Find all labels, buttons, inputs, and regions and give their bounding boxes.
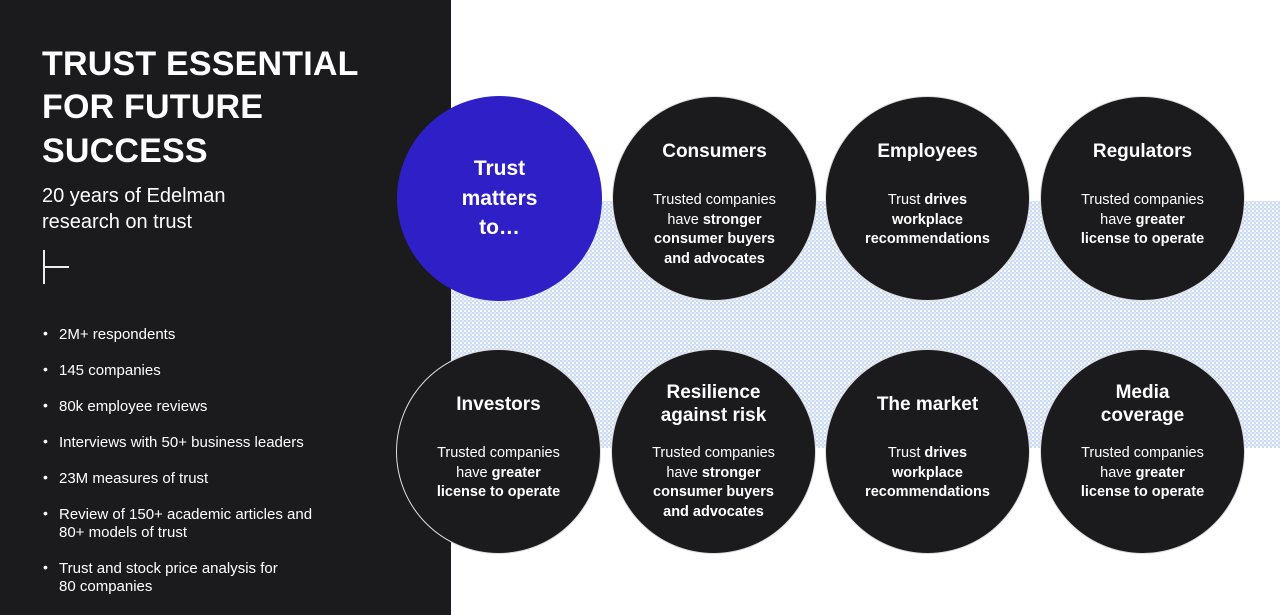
circle-body-bold: drives workplace recommendations	[865, 445, 990, 501]
circle-title: Investors	[456, 393, 541, 415]
research-stats-list: 2M+ respondents 145 companies 80k employ…	[42, 325, 402, 614]
circle-body: Trust drives workplace recommendations	[853, 444, 1002, 503]
circle-body: Trusted companies have greater license t…	[1069, 191, 1216, 250]
circle-media-coverage: Media coverage Trusted companies have gr…	[1040, 349, 1245, 554]
circle-title: Media coverage	[1100, 382, 1185, 426]
list-item: 23M measures of trust	[42, 469, 402, 488]
list-item: Interviews with 50+ business leaders	[42, 433, 402, 452]
left-panel: TRUST ESSENTIAL FOR FUTURE SUCCESS 20 ye…	[0, 0, 451, 615]
circle-body-bold: stronger consumer buyers and advocates	[654, 211, 775, 268]
circle-title: Employees	[877, 140, 978, 162]
circle-investors: Investors Trusted companies have greater…	[396, 349, 601, 554]
circle-body-lead: Trust	[887, 445, 925, 461]
circle-resilience-against-risk: Resilience against risk Trusted companie…	[611, 349, 816, 554]
circle-body: Trusted companies have greater license t…	[425, 444, 572, 503]
circle-body-lead: Trust	[887, 192, 925, 208]
circle-body-lead: Trusted companies have	[652, 445, 775, 481]
circle-body-bold: drives workplace recommendations	[865, 192, 990, 248]
circle-body-bold: stronger consumer buyers and advocates	[653, 464, 774, 521]
list-item: 2M+ respondents	[42, 325, 402, 344]
list-item: 80k employee reviews	[42, 397, 402, 416]
circle-body-lead: Trusted companies have	[1081, 192, 1204, 228]
circle-body-lead: Trusted companies have	[437, 445, 560, 481]
hub-label: Trust matters to…	[461, 156, 538, 240]
circle-title: The market	[876, 393, 979, 415]
circle-body-bold: greater license to operate	[1080, 464, 1205, 501]
list-item: Trust and stock price analysis for 80 co…	[42, 559, 402, 596]
circle-the-market: The market Trust drives workplace recomm…	[825, 349, 1030, 554]
list-item: Review of 150+ academic articles and 80+…	[42, 505, 402, 542]
circle-employees: Employees Trust drives workplace recomme…	[825, 96, 1030, 301]
slide-title: TRUST ESSENTIAL FOR FUTURE SUCCESS	[42, 44, 359, 170]
circle-trust-matters-hub: Trust matters to…	[397, 96, 602, 301]
circle-body: Trust drives workplace recommendations	[853, 191, 1002, 250]
circle-body-bold: greater license to operate	[436, 464, 561, 501]
circle-body-bold: greater license to operate	[1080, 211, 1205, 248]
circle-body: Trusted companies have greater license t…	[1069, 444, 1216, 503]
circle-title: Consumers	[662, 140, 767, 162]
circle-consumers: Consumers Trusted companies have stronge…	[612, 96, 817, 301]
circle-regulators: Regulators Trusted companies have greate…	[1040, 96, 1245, 301]
circle-body-lead: Trusted companies have	[1081, 445, 1204, 481]
list-item: 145 companies	[42, 361, 402, 380]
circle-title: Regulators	[1092, 140, 1193, 162]
slide-subtitle: 20 years of Edelman research on trust	[42, 185, 226, 234]
timeline-tick-icon	[43, 250, 69, 284]
circle-body: Trusted companies have stronger consumer…	[641, 191, 788, 270]
circle-body: Trusted companies have stronger consumer…	[640, 444, 787, 523]
circle-title: Resilience against risk	[660, 382, 767, 426]
circle-body-lead: Trusted companies have	[653, 192, 776, 228]
